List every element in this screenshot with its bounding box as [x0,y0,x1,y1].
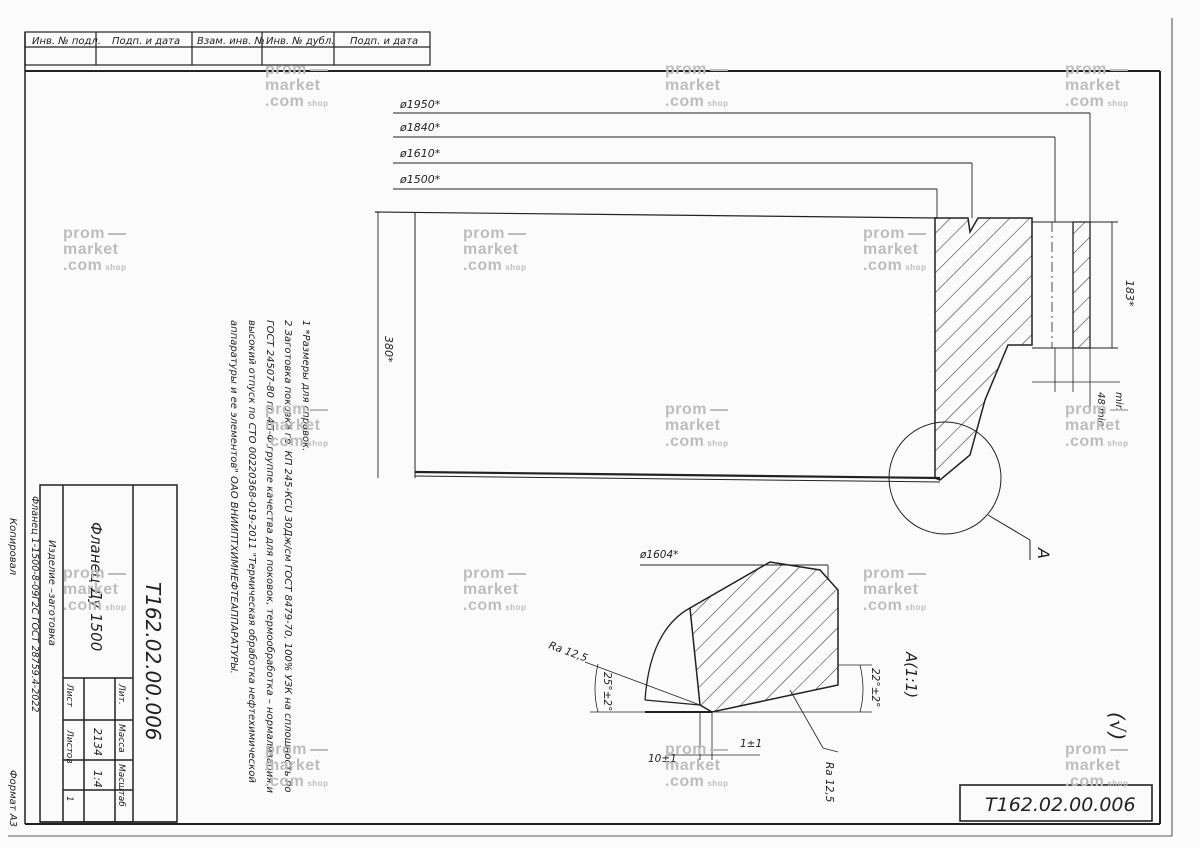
detail-section-a [584,561,872,760]
roughness-ra125a: Ra 12,5 [547,640,589,665]
dim-d1610: ø1610* [399,147,441,160]
dim-h380: 380* [382,336,395,363]
dim-h183: 183* [1123,280,1136,307]
title-name: Фланец Ду 1500 [87,522,105,651]
dim-w48: 48 min [1095,392,1106,427]
dim-ang22: 22°±2° [869,668,881,707]
approvals-header-1: Инв. № подл. [32,36,101,47]
footer-format: Формат А3 [7,770,18,827]
dim-d1500: ø1500* [399,173,441,186]
note-line-4: высокий отпуск по СТО 00220368-019-2011 … [246,320,258,783]
dim-wmin: min [1113,392,1124,411]
designation-stamp: Т162.02.00.006 [959,784,1153,822]
dim-d1950: ø1950* [399,98,441,111]
approvals-header-5: Подп. и дата [350,36,418,47]
note-line-1: 1 *Размеры для справок. [300,320,311,451]
title-scale: 1:4 [91,770,104,788]
title-material-2: Фланец 1-1500-8-09Г2С ГОСТ 28759.4-2022 [29,496,40,712]
dim-d1840: ø1840* [399,121,441,134]
title-material-1: Изделие –заготовка [46,540,57,646]
section-label: A(1:1) [902,651,920,698]
dim-tol10: 10±1 [648,753,677,765]
dim-d1604: ø1604* [639,549,678,561]
technical-notes: 1 *Размеры для справок. 2 Заготовка поко… [228,320,311,793]
approvals-header-2: Подп. и дата [112,36,180,47]
title-sheets-num: 1 [64,796,74,802]
note-line-3: ГОСТ 24507-80 по 4П-Ф группе качества дл… [264,320,276,793]
dim-ang25: 25°±2° [601,672,613,711]
dim-tol1: 1±1 [740,738,762,750]
footer-copied: Копировал [7,518,18,576]
approvals-table [24,31,431,66]
diameter-dimensions [377,112,1113,478]
roughness-ra125b: Ra 12,5 [823,762,835,803]
title-hdr-scale: Масштаб [116,764,126,807]
flange-section-main [374,211,1120,560]
stamp-designation: Т162.02.00.006 [985,794,1136,816]
approvals-header-3: Взам. инв. № [197,36,265,47]
note-line-5: аппаратуры и ее элементов" ОАО ВНИИПТХИМ… [228,320,239,674]
title-hdr-lit: Лит. [116,683,126,705]
title-hdr-mass: Масса [116,724,126,753]
sheet-frame [8,18,1173,837]
title-mass: 2134 [91,728,104,756]
title-sheet: Лист [64,683,74,708]
approvals-header-4: Инв. № дубл. [266,35,334,47]
title-sheets: Листов [64,729,74,764]
title-block [39,484,178,823]
note-line-2: 2 Заготовка поковка гр. КП 245-КСU 30Дж/… [282,320,293,793]
title-designation: Т162.02.00.006 [141,582,165,741]
roughness-general: (√) [1105,712,1129,740]
view-a-label: A [1034,547,1053,559]
